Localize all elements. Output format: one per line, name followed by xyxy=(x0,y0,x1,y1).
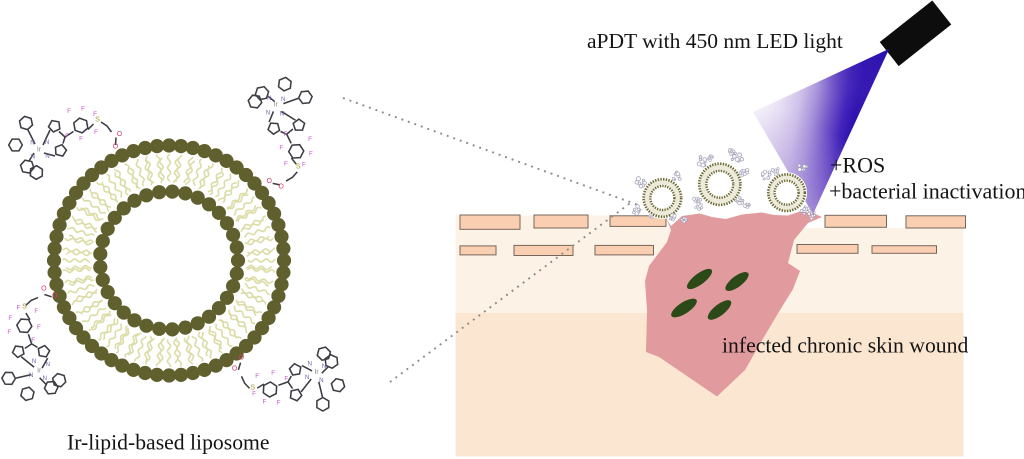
svg-text:+bacterial inactivation: +bacterial inactivation xyxy=(829,178,1024,203)
svg-text:N: N xyxy=(281,96,285,103)
svg-text:F: F xyxy=(37,324,41,331)
svg-text:N: N xyxy=(280,111,284,118)
svg-text:F: F xyxy=(94,129,98,136)
svg-text:Ir: Ir xyxy=(314,369,319,376)
svg-text:N: N xyxy=(46,361,50,368)
svg-text:F: F xyxy=(255,373,259,380)
svg-text:F: F xyxy=(252,391,256,398)
svg-text:Ir: Ir xyxy=(37,146,42,153)
svg-text:F: F xyxy=(17,305,21,312)
svg-text:N: N xyxy=(267,95,271,102)
svg-text:S: S xyxy=(22,304,27,311)
svg-text:O: O xyxy=(52,293,58,300)
svg-text:F: F xyxy=(7,329,11,336)
svg-text:S: S xyxy=(250,385,255,392)
svg-text:S: S xyxy=(296,163,301,170)
svg-text:infected chronic skin wound: infected chronic skin wound xyxy=(722,334,968,358)
svg-text:O: O xyxy=(278,183,284,190)
svg-text:F: F xyxy=(284,131,288,138)
svg-text:N: N xyxy=(32,358,36,365)
svg-text:Ir: Ir xyxy=(274,102,279,109)
svg-text:O: O xyxy=(113,144,119,151)
svg-text:N: N xyxy=(319,377,323,384)
svg-text:N: N xyxy=(43,375,47,382)
svg-text:Ir-lipid-based liposome: Ir-lipid-based liposome xyxy=(67,431,270,455)
svg-text:F: F xyxy=(34,308,38,315)
svg-text:F: F xyxy=(67,108,71,115)
svg-text:N: N xyxy=(30,140,34,147)
svg-text:N: N xyxy=(308,360,312,367)
svg-text:S: S xyxy=(95,117,100,124)
svg-text:F: F xyxy=(271,370,275,377)
svg-text:N: N xyxy=(45,153,49,160)
svg-text:F: F xyxy=(81,106,85,113)
svg-text:F: F xyxy=(302,162,306,169)
svg-text:O: O xyxy=(232,366,238,373)
svg-text:F: F xyxy=(8,315,12,322)
svg-text:F: F xyxy=(79,136,83,143)
svg-text:F: F xyxy=(65,133,69,140)
svg-text:N: N xyxy=(29,372,33,379)
svg-text:N: N xyxy=(266,109,270,116)
svg-text:O: O xyxy=(239,354,245,361)
svg-text:F: F xyxy=(93,111,97,118)
svg-text:O: O xyxy=(266,178,272,185)
svg-text:Ir: Ir xyxy=(37,368,42,375)
svg-text:F: F xyxy=(277,399,281,406)
svg-text:F: F xyxy=(309,150,313,157)
svg-text:N: N xyxy=(322,363,326,370)
svg-text:F: F xyxy=(308,136,312,143)
svg-text:+ROS: +ROS xyxy=(830,152,885,177)
svg-text:F: F xyxy=(284,375,288,382)
svg-text:N: N xyxy=(305,374,309,381)
svg-text:F: F xyxy=(284,160,288,167)
svg-text:F: F xyxy=(31,337,35,344)
svg-text:aPDT with 450 nm LED light: aPDT with 450 nm LED light xyxy=(587,29,843,53)
svg-text:F: F xyxy=(279,145,283,152)
svg-text:O: O xyxy=(117,131,123,138)
svg-text:O: O xyxy=(41,286,47,293)
svg-text:F: F xyxy=(263,399,267,406)
svg-text:N: N xyxy=(45,139,49,146)
svg-text:N: N xyxy=(31,154,35,161)
